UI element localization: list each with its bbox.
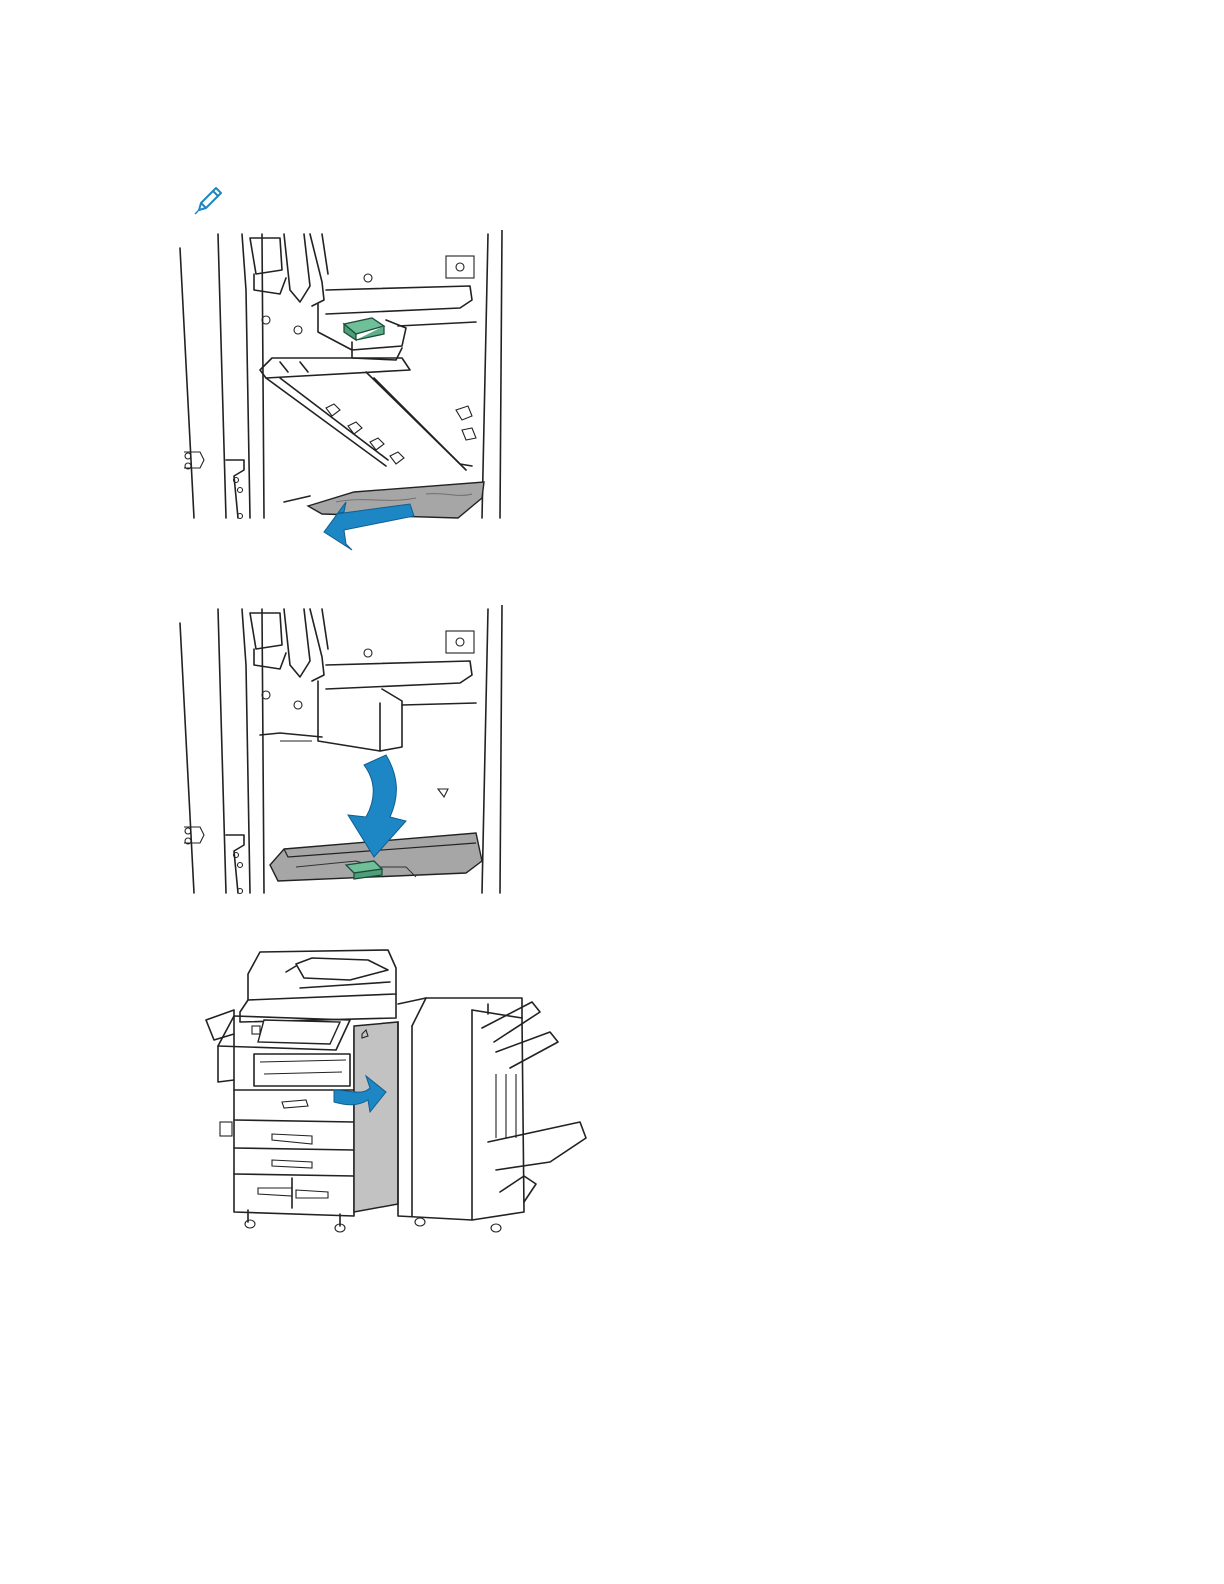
- close-front-door-figure: [200, 942, 592, 1238]
- jam-removal-figure: [176, 230, 516, 552]
- lower-guide-figure: [176, 605, 516, 895]
- pencil-note-icon: [192, 184, 226, 218]
